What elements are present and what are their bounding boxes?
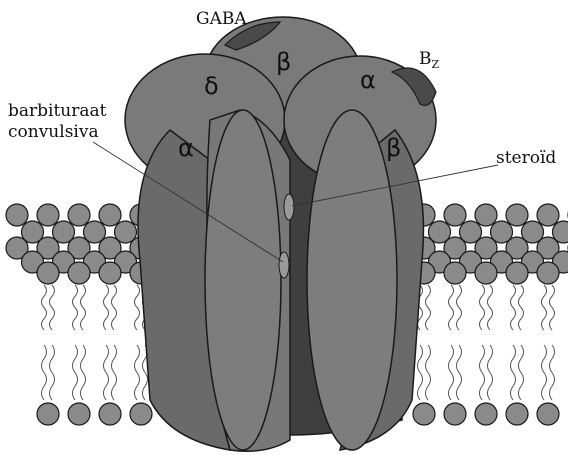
lipid-head bbox=[444, 204, 466, 226]
lipid-tail bbox=[104, 345, 109, 400]
lipid-tail bbox=[418, 345, 423, 400]
barbituraat-label: barbituraat bbox=[8, 101, 107, 121]
top-beta-label: β bbox=[276, 48, 291, 76]
bz-label: BZ bbox=[419, 49, 440, 71]
lipid-head bbox=[537, 262, 559, 284]
lipid-tail bbox=[511, 285, 516, 330]
lipid-tail bbox=[488, 345, 493, 400]
lipid-tail bbox=[73, 285, 78, 330]
front-beta-label: β bbox=[386, 134, 401, 162]
steroid-label: steroïd bbox=[496, 148, 556, 168]
lipid-tail bbox=[50, 345, 55, 400]
lipid-head bbox=[99, 262, 121, 284]
lipid-head bbox=[68, 204, 90, 226]
subunit-front-beta bbox=[307, 110, 397, 450]
lipid-tail bbox=[519, 285, 524, 330]
lipid-head bbox=[475, 262, 497, 284]
lipid-tail bbox=[426, 345, 431, 400]
lipid-tail bbox=[42, 285, 47, 330]
lipid-head bbox=[68, 262, 90, 284]
lipid-tail bbox=[50, 285, 55, 330]
lipid-head bbox=[506, 262, 528, 284]
lipid-tail bbox=[73, 345, 78, 400]
bz-label-main: B bbox=[419, 49, 432, 69]
lipid-head bbox=[506, 403, 528, 425]
lipid-tail bbox=[449, 345, 454, 400]
lipid-head bbox=[37, 262, 59, 284]
lipid-head bbox=[537, 403, 559, 425]
lipid-tail bbox=[112, 345, 117, 400]
lipid-tail bbox=[519, 345, 524, 400]
lipid-head bbox=[37, 403, 59, 425]
gaba-label: GABA bbox=[196, 9, 247, 29]
lipid-tail bbox=[104, 285, 109, 330]
lipid-head bbox=[475, 204, 497, 226]
lipid-head bbox=[506, 204, 528, 226]
lipid-tail bbox=[135, 285, 140, 330]
lipid-head bbox=[6, 204, 28, 226]
lipid-tail bbox=[550, 345, 555, 400]
lipid-tail bbox=[449, 285, 454, 330]
lipid-head bbox=[444, 262, 466, 284]
back-alpha-label: α bbox=[360, 66, 376, 94]
delta-label: δ bbox=[204, 72, 219, 100]
lipid-tail bbox=[488, 285, 493, 330]
lipid-tail bbox=[112, 285, 117, 330]
lipid-head bbox=[475, 403, 497, 425]
lipid-tail bbox=[542, 345, 547, 400]
lipid-head bbox=[68, 403, 90, 425]
lipid-tail bbox=[542, 285, 547, 330]
barbiturate-binding-site bbox=[279, 252, 289, 278]
lipid-head bbox=[537, 204, 559, 226]
lipid-head bbox=[444, 403, 466, 425]
lipid-tail bbox=[81, 345, 86, 400]
lipid-tail bbox=[457, 285, 462, 330]
lipid-tail bbox=[135, 345, 140, 400]
lipid-head bbox=[99, 204, 121, 226]
subunit-front-alpha bbox=[205, 110, 281, 450]
lipid-tail bbox=[81, 285, 86, 330]
lipid-head bbox=[413, 403, 435, 425]
lipid-head bbox=[130, 403, 152, 425]
lipid-tail bbox=[42, 345, 47, 400]
convulsiva-label: convulsiva bbox=[8, 122, 99, 142]
lipid-tail bbox=[480, 285, 485, 330]
steroid-binding-site bbox=[284, 194, 294, 220]
lipid-tail bbox=[457, 345, 462, 400]
bz-label-sub: Z bbox=[432, 58, 440, 71]
lipid-tail bbox=[550, 285, 555, 330]
lipid-tail bbox=[426, 285, 431, 330]
lipid-tail bbox=[480, 345, 485, 400]
lipid-head bbox=[99, 403, 121, 425]
front-alpha-label: α bbox=[178, 134, 194, 162]
lipid-head bbox=[37, 204, 59, 226]
lipid-tail bbox=[511, 345, 516, 400]
